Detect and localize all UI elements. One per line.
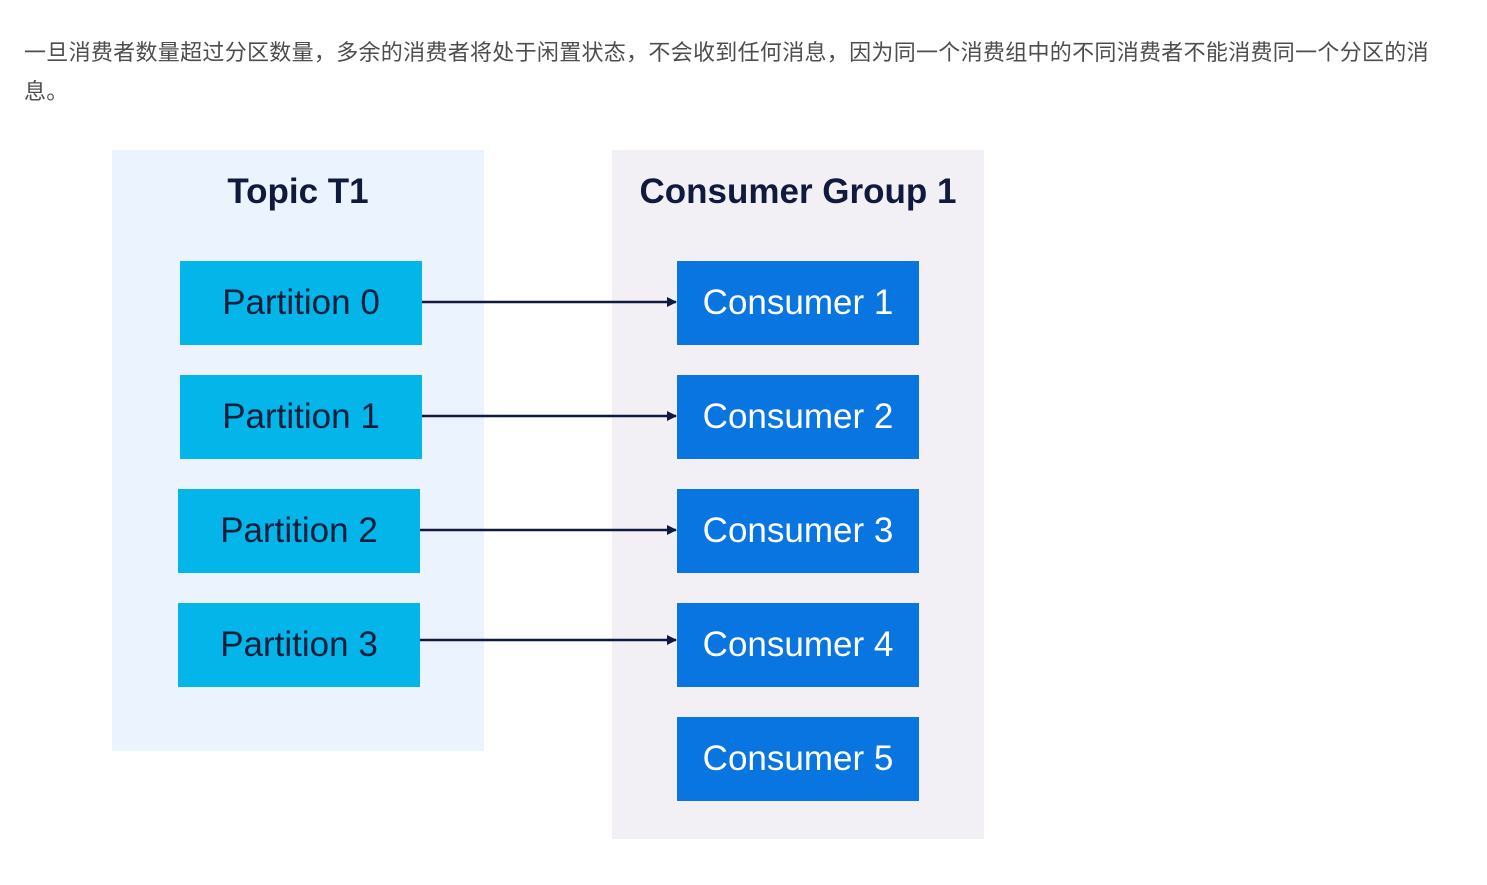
intro-paragraph: 一旦消费者数量超过分区数量，多余的消费者将处于闲置状态，不会收到任何消息，因为同… (24, 41, 1429, 105)
consumer-box: Consumer 3 (677, 489, 919, 573)
partition-box: Partition 0 (180, 261, 422, 345)
consumer-group-title: Consumer Group 1 (639, 172, 957, 211)
partition-box: Partition 1 (180, 375, 422, 459)
consumer-box: Consumer 2 (677, 375, 919, 459)
partition-box: Partition 2 (178, 489, 420, 573)
consumer-box: Consumer 5 (677, 717, 919, 801)
consumer-box: Consumer 1 (677, 261, 919, 345)
topic-title: Topic T1 (227, 172, 369, 211)
partition-box: Partition 3 (178, 603, 420, 687)
consumer-box: Consumer 4 (677, 603, 919, 687)
